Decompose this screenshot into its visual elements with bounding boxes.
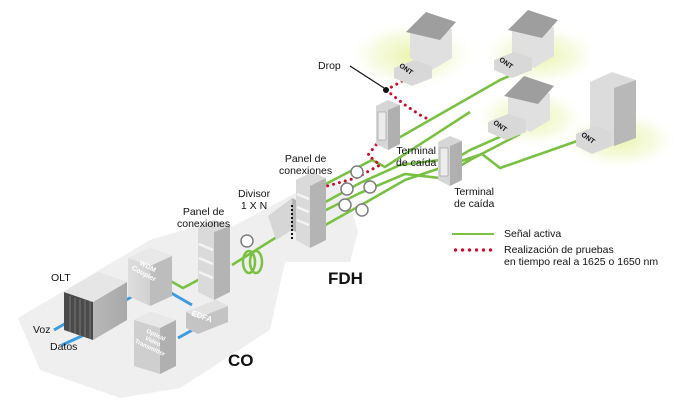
house-2: [494, 10, 558, 78]
connector-ring-icon: [338, 198, 352, 212]
connector-ring-icon: [355, 203, 369, 217]
fdh-line-top: [319, 110, 471, 189]
voz-label: Voz: [33, 324, 51, 336]
olt-label: OLT: [51, 272, 71, 284]
fiber-coil-icon: [241, 249, 264, 275]
drop-terminal-2: [438, 136, 462, 186]
drop-terminal-1: [376, 100, 400, 150]
red-dots-swatch-icon: [452, 244, 494, 256]
drop-pointer-line: [349, 65, 385, 89]
ont-box-3: [488, 114, 526, 140]
wdm-coupler: [128, 248, 172, 306]
fdh-label: FDH: [328, 269, 363, 288]
connector-ring-icon: [240, 234, 254, 248]
connector-ring-icon: [340, 182, 354, 196]
co-label: CO: [228, 351, 254, 370]
drop-pointer-dot: [383, 87, 389, 93]
co-patch-panel-label: Panel de conexiones: [177, 206, 230, 230]
divisor-label: Divisor 1 X N: [238, 188, 270, 212]
test-path-drop: [384, 88, 428, 120]
optical-video-transmitter: [134, 312, 176, 374]
edfa: [186, 300, 228, 334]
terminal-1-label-line2: de caída: [396, 157, 437, 169]
fdh-patch-panel-label: Panel de conexiones: [279, 153, 332, 177]
terminal-2-label-line2: de caída: [454, 198, 495, 210]
legend-item-realtime-test: Realización de pruebas en tiempo real a …: [452, 244, 658, 268]
terminal-1-label-line1: Terminal: [396, 145, 436, 157]
divisor-label-line1: Divisor: [238, 188, 271, 200]
divisor-label-line2: 1 X N: [240, 200, 268, 212]
house-3: [488, 76, 554, 140]
test-path-terminal: [318, 138, 383, 190]
terminal-1-label: Terminal de caída: [396, 145, 436, 169]
olt-equipment: [64, 272, 127, 340]
realtime-test-paths: [318, 78, 428, 190]
drop-label: Drop: [318, 60, 341, 72]
ont-box-4: [576, 126, 612, 154]
connector-ring-icon: [350, 165, 364, 179]
legend-label-realtime-test-line2: en tiempo real a 1625 o 1650 nm: [504, 256, 659, 268]
datos-link: [61, 333, 85, 347]
co-panel-label-line2: conexiones: [177, 218, 231, 230]
terminal-2-label-line1: Terminal: [454, 186, 494, 198]
co-panel-label-line1: Panel de: [182, 206, 225, 218]
fdh-panel-label-line1: Panel de: [284, 153, 327, 165]
connector-ring-icon: [363, 180, 377, 194]
office-building: [576, 72, 636, 154]
ont-box-2: [494, 52, 532, 78]
co-platform: [18, 222, 285, 398]
fdh-patch-panel: [296, 172, 326, 248]
house-1: [394, 12, 456, 86]
green-line-swatch-icon: [452, 228, 494, 240]
legend-label-realtime-test-line1: Realización de pruebas: [504, 244, 614, 256]
wdm-to-panel: [166, 277, 201, 290]
ont-box-1: [394, 60, 432, 86]
legend-label-realtime-test: Realización de pruebas en tiempo real a …: [504, 244, 658, 268]
datos-label: Datos: [50, 341, 78, 353]
co-patch-panel: [198, 220, 230, 300]
legend-item-active-signal: Señal activa: [452, 228, 658, 240]
legend: Señal activa Realización de pruebas en t…: [452, 228, 658, 272]
terminal-2-label: Terminal de caída: [454, 186, 494, 210]
legend-label-active-signal: Señal activa: [504, 228, 562, 240]
fdh-panel-label-line2: conexiones: [279, 165, 333, 177]
test-connectors: [240, 165, 377, 248]
